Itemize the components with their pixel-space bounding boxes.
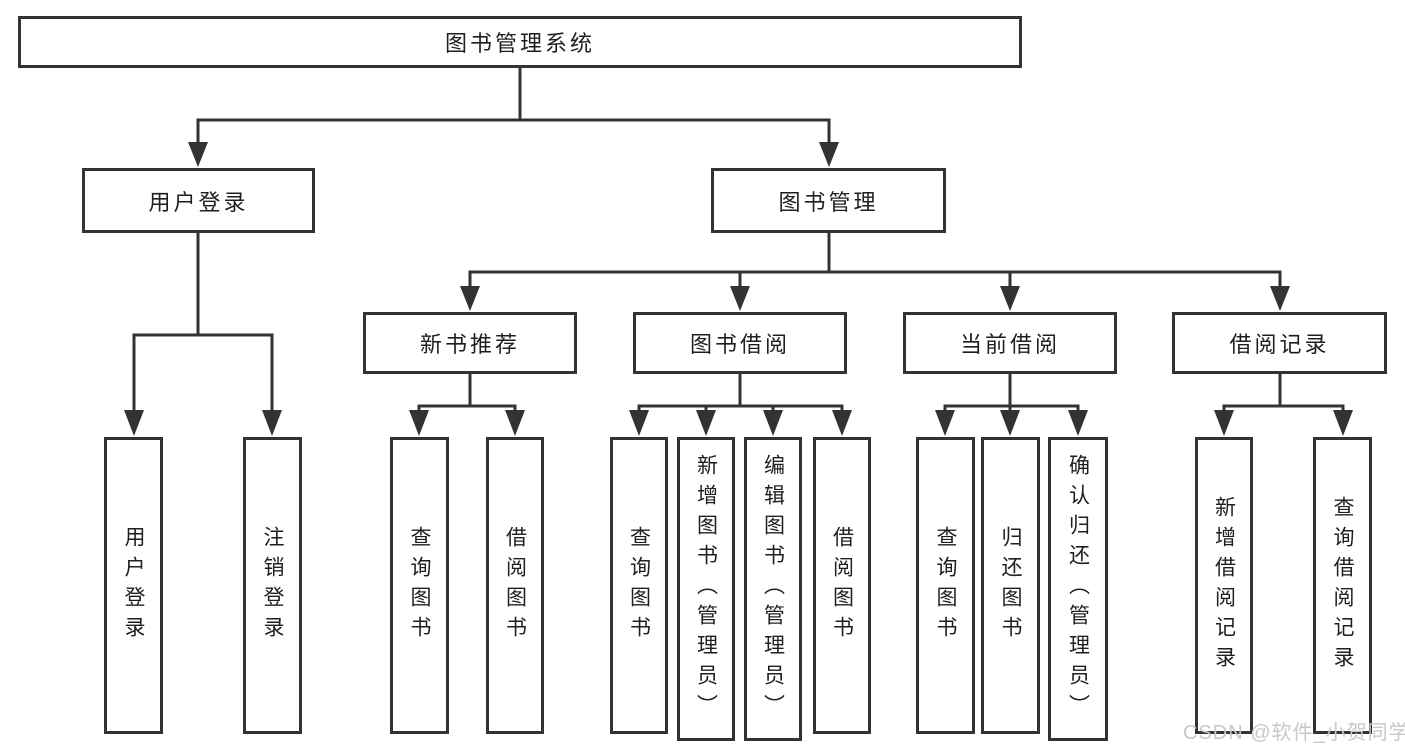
leaf-edit-books-admin: 编辑图书（管理员） (744, 437, 802, 741)
arrowhead-icons (124, 142, 1353, 436)
node-borrow-records: 借阅记录 (1172, 312, 1387, 374)
node-book-borrow: 图书借阅 (633, 312, 847, 374)
leaf-borrow-books-recommend: 借阅图书 (486, 437, 544, 734)
leaf-query-books-recommend: 查询图书 (390, 437, 449, 734)
node-current-borrow: 当前借阅 (903, 312, 1117, 374)
leaf-add-borrow-record: 新增借阅记录 (1195, 437, 1253, 734)
node-book-management: 图书管理 (711, 168, 946, 233)
node-user-login: 用户登录 (82, 168, 315, 233)
leaf-user-login: 用户登录 (104, 437, 163, 734)
leaf-logout: 注销登录 (243, 437, 302, 734)
csdn-watermark: CSDN @软件_小贺同学 (1183, 722, 1405, 744)
leaf-query-borrow-record: 查询借阅记录 (1313, 437, 1372, 734)
node-root-system: 图书管理系统 (18, 16, 1022, 68)
leaf-return-books: 归还图书 (981, 437, 1040, 734)
leaf-add-books-admin: 新增图书（管理员） (677, 437, 735, 741)
leaf-query-books-current: 查询图书 (916, 437, 975, 734)
leaf-query-books-borrow: 查询图书 (610, 437, 668, 734)
node-new-book-recommend: 新书推荐 (363, 312, 577, 374)
leaf-confirm-return-admin: 确认归还（管理员） (1048, 437, 1108, 741)
leaf-borrow-books: 借阅图书 (813, 437, 871, 734)
